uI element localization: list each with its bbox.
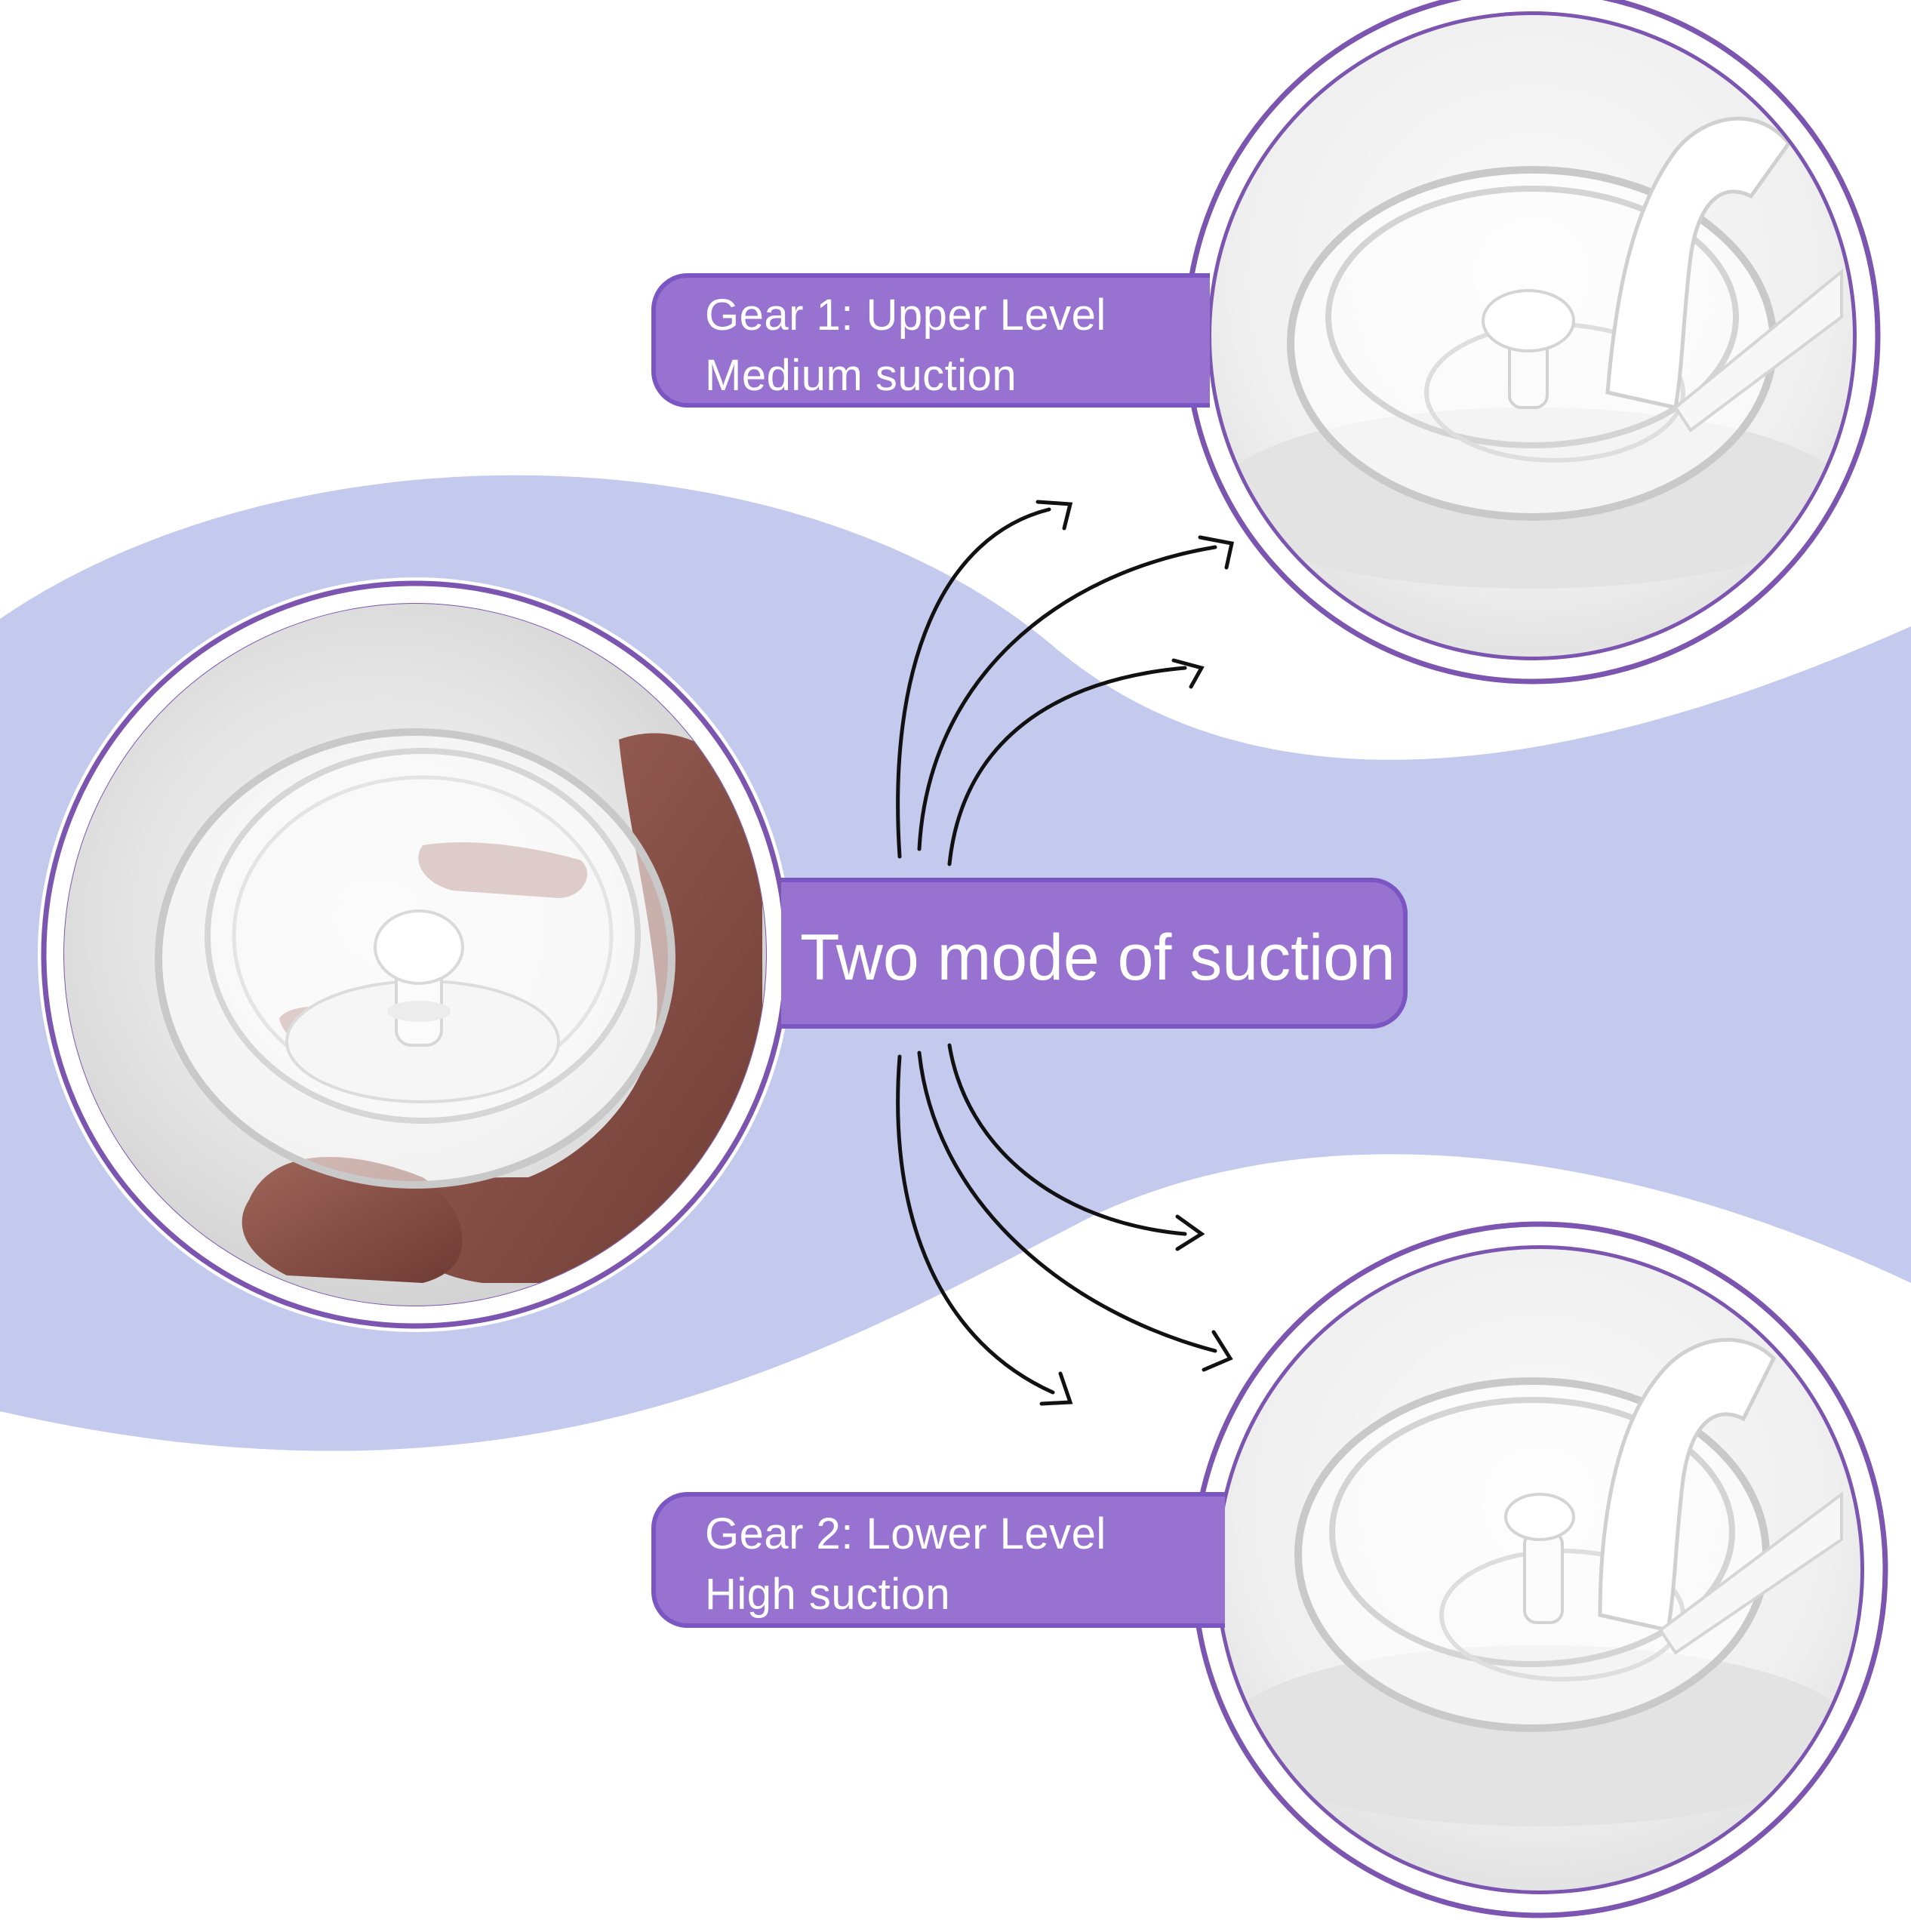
left-photo-circle [38,577,792,1332]
gear-1-title: Gear 1: Upper Level [705,291,1106,340]
top-right-photo-circle [1181,0,1883,687]
arrows-top [896,500,1234,866]
arrow-curve-4 [947,1043,1187,1236]
gear-2-label: Gear 2: Lower Level High suction [651,1492,1225,1628]
arrow-head-2 [1198,535,1234,570]
arrow-curve-3 [947,666,1187,866]
arrow-curve-5 [917,1051,1217,1353]
arrow-head-6 [1039,1371,1073,1406]
gear-1-subtitle: Medium suction [705,351,1017,400]
gear-1-label: Gear 1: Upper Level Medium suction [651,273,1210,408]
arrow-head-4 [1175,1214,1205,1251]
arrow-head-5 [1202,1330,1233,1372]
arrow-curve-2 [917,545,1217,851]
center-label: Two mode of suction [781,878,1408,1029]
arrow-curve-6 [896,1054,1055,1395]
arrow-head-1 [1036,500,1073,531]
arrow-head-3 [1171,658,1205,689]
arrow-curve-1 [896,507,1051,859]
arrows-bottom [896,1043,1233,1406]
gear-2-subtitle: High suction [705,1570,951,1619]
bottom-right-photo-circle [1189,1219,1891,1921]
gear-2-title: Gear 2: Lower Level [705,1509,1106,1558]
